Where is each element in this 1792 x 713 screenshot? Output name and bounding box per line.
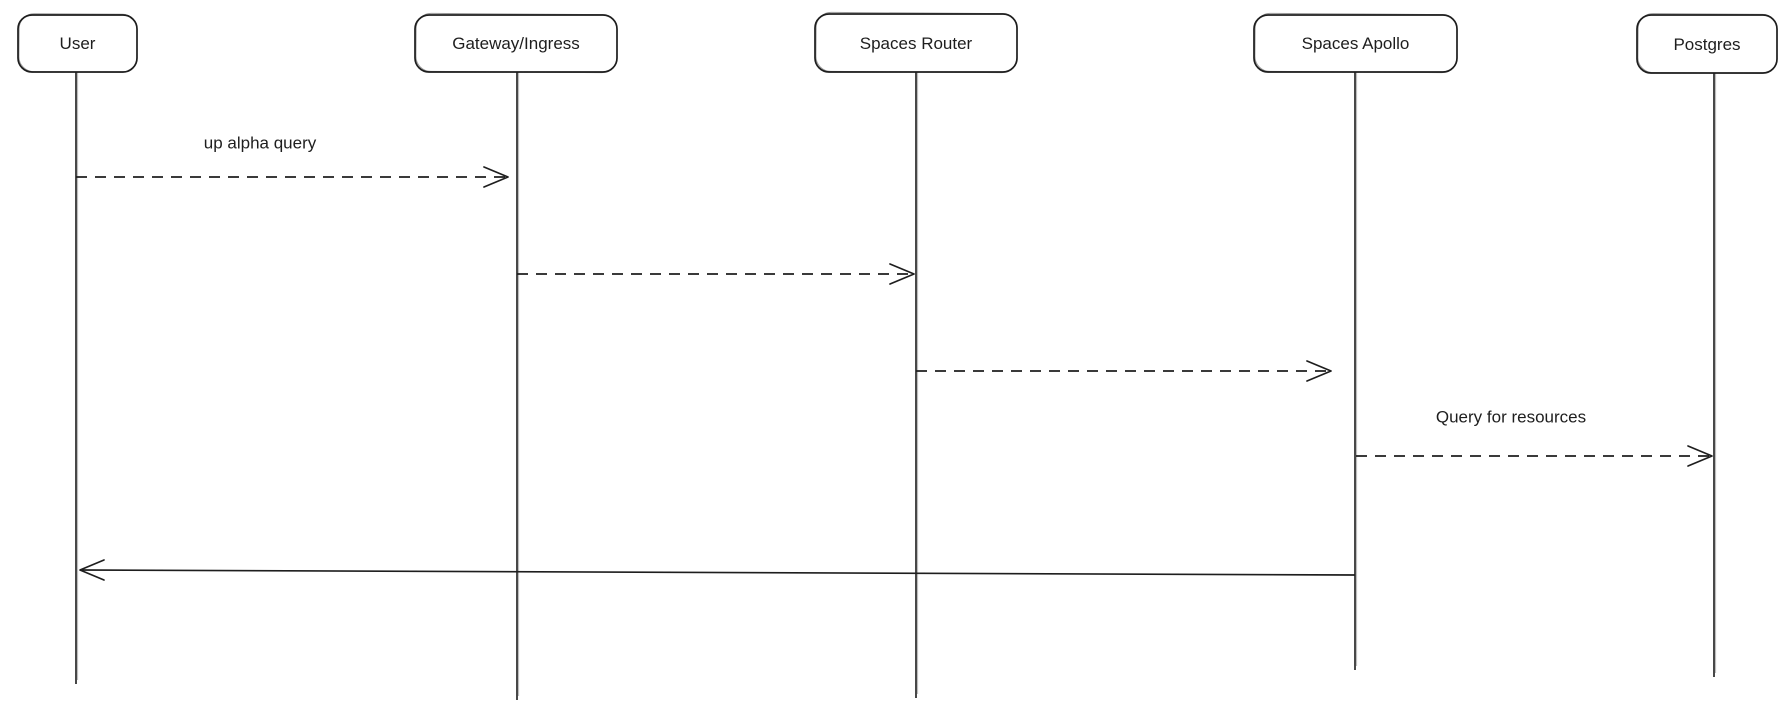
actor-box-sketch-stroke <box>415 12 618 74</box>
message-spaces-apollo-to-postgres-label: Query for resources <box>1435 407 1587 427</box>
actor-box-sketch-stroke <box>1637 13 1778 74</box>
arrowhead-icon <box>483 166 509 188</box>
message-spaces-apollo-to-user-line <box>79 569 1356 576</box>
arrowhead-icon <box>79 559 105 581</box>
arrowhead-icon <box>1306 360 1332 382</box>
actor-box-gateway-ingress <box>414 14 618 73</box>
actor-box-spaces-router <box>814 13 1018 73</box>
actor-label-gateway-ingress: Gateway/Ingress <box>452 34 580 53</box>
actor-box-sketch-stroke <box>815 11 1018 74</box>
actor-box-spaces-apollo <box>1253 14 1458 73</box>
arrowhead-icon <box>889 263 915 285</box>
actor-label-spaces-apollo: Spaces Apollo <box>1301 34 1410 53</box>
actor-box-sketch-stroke <box>1254 12 1458 74</box>
actor-box-sketch-stroke <box>18 13 138 73</box>
arrowhead-icon <box>1687 445 1713 467</box>
message-user-to-gateway-ingress-label: up alpha query <box>203 133 317 153</box>
actor-label-spaces-router: Spaces Router <box>859 33 973 53</box>
actor-box-postgres <box>1636 14 1778 74</box>
actor-label-postgres: Postgres <box>1673 34 1741 54</box>
actor-box-user <box>17 14 138 73</box>
actor-label-user: User <box>59 34 96 53</box>
